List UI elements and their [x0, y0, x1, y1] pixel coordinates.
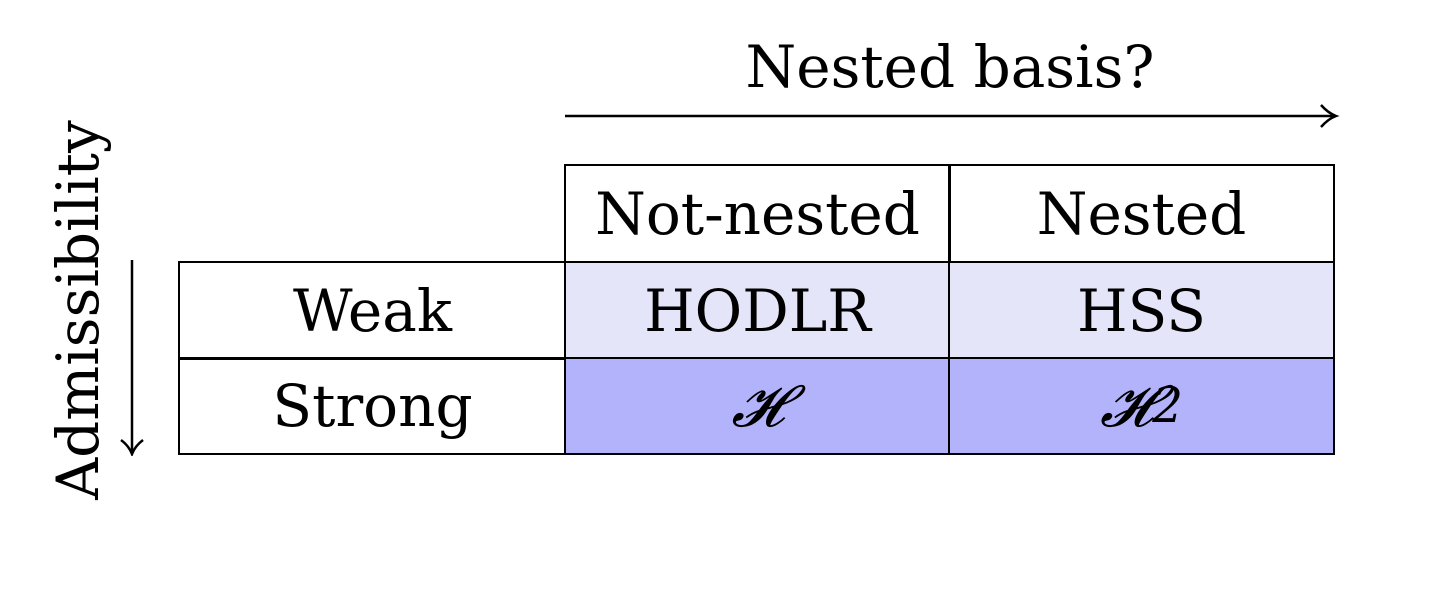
row-header-weak: Weak — [178, 261, 567, 360]
admissibility-axis-label: Admissibility — [44, 120, 112, 500]
cell-h-matrix: 𝓗 — [564, 357, 951, 455]
h2-matrix-symbol: 𝓗 — [1099, 371, 1153, 440]
column-header-not-nested: Not-nested — [564, 164, 951, 264]
down-arrow-icon — [120, 260, 144, 456]
nested-basis-axis-label: Nested basis? — [745, 33, 1155, 101]
row-header-strong: Strong — [178, 357, 567, 455]
right-arrow-icon — [565, 104, 1340, 128]
h-matrix-symbol: 𝓗 — [731, 371, 784, 440]
cell-hodlr: HODLR — [564, 261, 951, 360]
cell-hss: HSS — [948, 261, 1335, 360]
h2-exponent: 2 — [1152, 378, 1184, 434]
column-header-nested: Nested — [948, 164, 1335, 264]
